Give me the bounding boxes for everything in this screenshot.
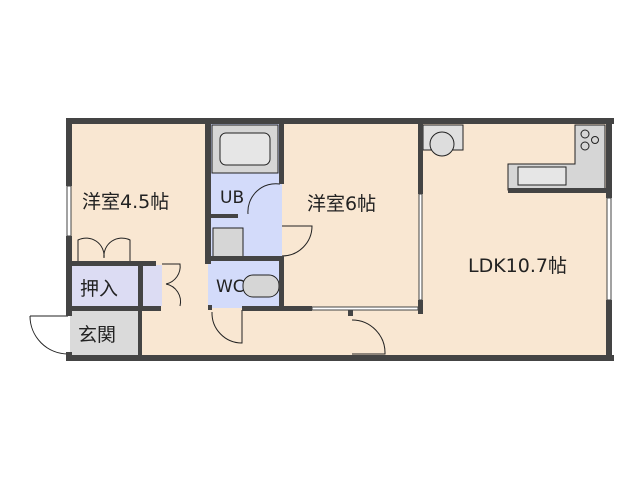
- wall: [279, 256, 284, 310]
- sink: [517, 166, 567, 186]
- wall: [208, 305, 212, 310]
- window: [418, 193, 423, 301]
- wall: [138, 310, 142, 358]
- room-western-4-5[interactable]: [70, 122, 207, 264]
- wall: [138, 261, 143, 311]
- door-swing-closet-small[interactable]: [162, 263, 181, 307]
- door-swing-entrance[interactable]: [29, 315, 69, 355]
- window: [311, 306, 419, 311]
- wall: [418, 118, 423, 194]
- wall: [208, 214, 238, 218]
- wall: [606, 300, 612, 360]
- windows: [66, 185, 612, 311]
- closet-small: [142, 265, 162, 306]
- wall: [279, 118, 284, 184]
- label-toilet: WC: [216, 277, 245, 297]
- wall: [418, 300, 423, 314]
- label-western-room-4-5: 洋室4.5帖: [82, 191, 169, 213]
- label-entrance: 玄関: [78, 324, 116, 346]
- wall: [208, 256, 282, 261]
- wall: [66, 118, 614, 124]
- window: [66, 185, 72, 237]
- door-swing-ub[interactable]: [247, 183, 281, 215]
- fixtures: [211, 124, 606, 298]
- door-swing-6[interactable]: [281, 225, 313, 257]
- toilet-bowl: [242, 274, 280, 298]
- wall: [66, 236, 72, 316]
- label-closet: 押入: [80, 278, 118, 300]
- stove-burner: [580, 141, 590, 151]
- label-unit-bath: UB: [220, 188, 244, 208]
- wall: [205, 118, 211, 264]
- label-western-room-6: 洋室6帖: [307, 193, 376, 215]
- walls: [66, 118, 614, 361]
- stove-burner: [591, 136, 599, 144]
- wall: [242, 306, 312, 311]
- doors: [29, 183, 386, 355]
- wall: [606, 118, 612, 198]
- bathtub-inner: [219, 132, 271, 166]
- door-swing-ldk[interactable]: [351, 319, 386, 355]
- window: [606, 197, 612, 301]
- wall: [508, 188, 606, 193]
- door-swing-closet-45[interactable]: [77, 237, 131, 262]
- washbasin: [212, 227, 244, 259]
- wall: [66, 355, 614, 361]
- wall: [66, 306, 161, 311]
- washing-machine-drum: [429, 131, 455, 157]
- wall: [66, 261, 156, 266]
- wall: [66, 118, 72, 186]
- wall: [66, 352, 72, 361]
- floors: [70, 122, 610, 358]
- entrance[interactable]: [70, 310, 140, 358]
- door-swing-wc[interactable]: [211, 310, 243, 344]
- label-ldk: LDK10.7帖: [468, 255, 567, 277]
- closet[interactable]: [70, 264, 140, 308]
- stove-burner: [580, 129, 590, 139]
- wall: [348, 310, 353, 316]
